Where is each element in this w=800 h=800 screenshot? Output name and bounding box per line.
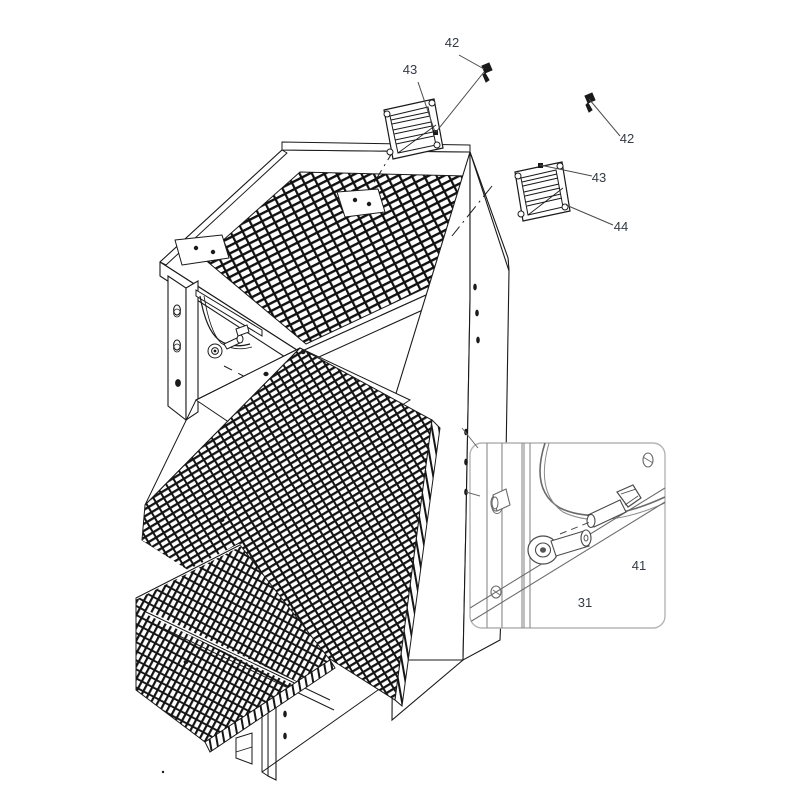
callout-31-inset: 31: [578, 595, 592, 610]
leg-diagonal-brace: [195, 289, 263, 337]
callout-41-inset: 41: [632, 558, 646, 573]
leader-42-right: [588, 98, 621, 137]
leg-fastener-cluster: [207, 324, 250, 359]
panel-hole-row-a: [473, 283, 480, 344]
inset-centerline: [559, 521, 591, 535]
panel-tab: [235, 732, 253, 765]
callout-43-right: 43: [592, 170, 606, 185]
leader-43-left: [417, 81, 436, 133]
inset-contents: [470, 443, 665, 628]
inset-brace-b: [470, 501, 665, 623]
hose-line: [199, 295, 251, 347]
inset-leg-flange: [501, 443, 523, 628]
hex-bolt-41: [235, 324, 250, 337]
leader-43-left-b: [435, 71, 485, 133]
inset-hose-edge: [543, 443, 665, 521]
vent-panel-left: [383, 98, 444, 160]
lower-walkway-assembly: [135, 347, 441, 753]
inset-pointer-lower: [465, 491, 481, 497]
vent-panel-right: [514, 161, 571, 222]
bolt-42-left: [481, 62, 493, 83]
walkway-front-fringe: [204, 659, 336, 753]
stray-reference-dot: [161, 770, 165, 774]
vent-right-corner-fasteners: [514, 162, 569, 218]
inset-hex-bolt-41: [586, 484, 642, 529]
leader-44-right: [565, 204, 614, 226]
callout-42-right: 42: [620, 131, 634, 146]
inset-washer-31: [527, 535, 559, 565]
vent-right-centerline: [451, 185, 493, 237]
walkway-edge-band: [394, 418, 441, 707]
leg-hole-group: [173, 304, 181, 387]
walkway-left-edge: [144, 347, 301, 506]
hose-line-shadow: [203, 295, 253, 350]
leader-junction-left: [433, 130, 438, 135]
vent-left-corner-fasteners: [383, 99, 441, 156]
left-support-leg: [167, 274, 263, 422]
callout-42-left: 42: [445, 35, 459, 50]
inset-pointer-upper: [461, 427, 479, 449]
inset-leg-web: [486, 443, 503, 628]
grating-clip-group: [183, 349, 306, 664]
vent-right-slats: [521, 173, 563, 207]
inset-leg-edge: [523, 443, 531, 628]
mounting-plate-center: [336, 188, 386, 218]
mounting-plate-left: [174, 234, 230, 266]
detail-inset: [469, 442, 666, 629]
bolt-42-right: [584, 92, 596, 113]
inset-small-cylinder: [491, 488, 511, 512]
callout-44-right: 44: [614, 219, 628, 234]
leg-flange-left: [185, 280, 199, 422]
leader-43-right: [539, 164, 593, 177]
leader-42-left: [458, 54, 485, 70]
inset-bushing: [550, 529, 592, 557]
callout-43-left: 43: [403, 62, 417, 77]
inset-hose: [539, 443, 665, 517]
